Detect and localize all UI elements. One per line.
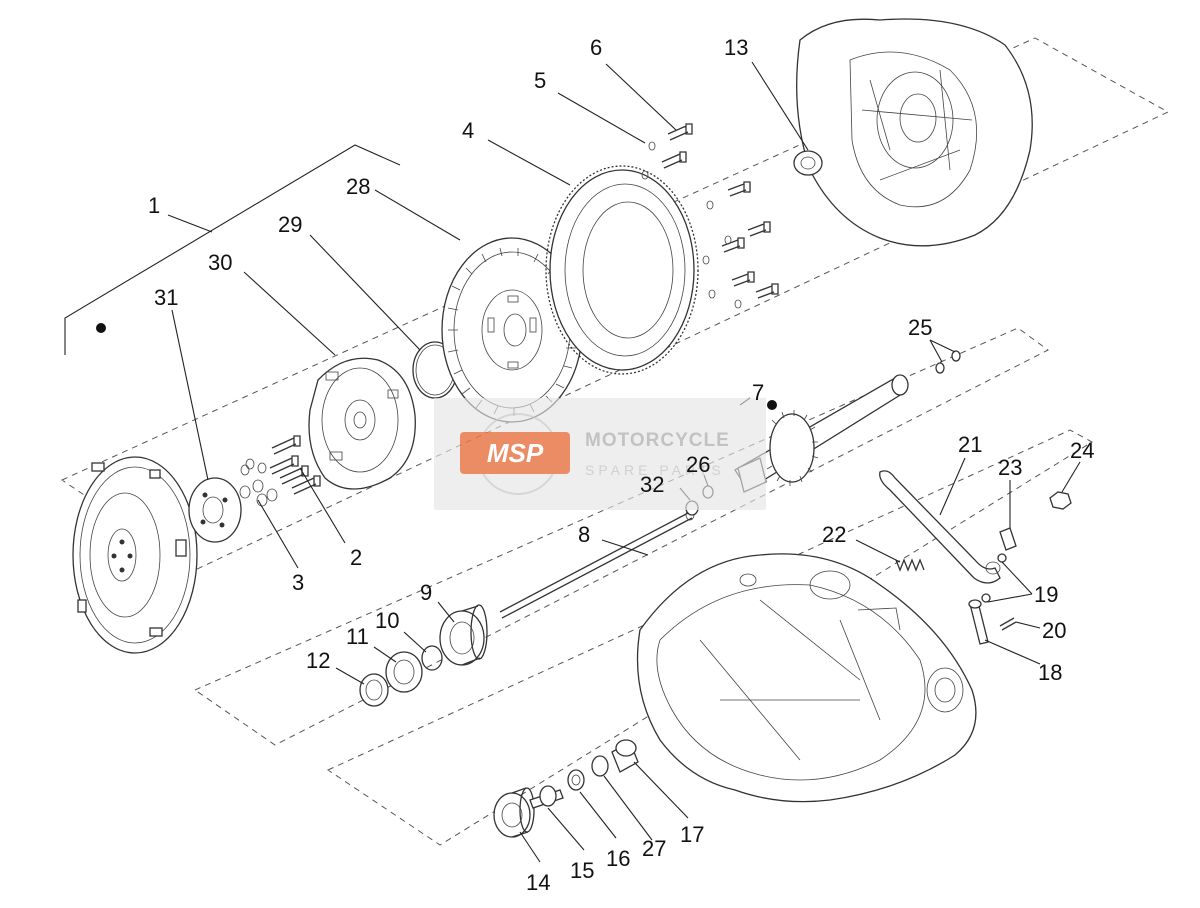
callout-15: 15 [570, 858, 594, 883]
pressure-plate-part [72, 456, 198, 654]
callout-5: 5 [534, 68, 546, 93]
callout-20: 20 [1042, 618, 1066, 643]
callout-4: 4 [462, 118, 474, 143]
callout-23: 23 [998, 455, 1022, 480]
bearing-9-part [439, 604, 488, 666]
spring-seat-17-part [611, 739, 639, 773]
watermark-logo-badge [460, 432, 570, 474]
clips-19-part [981, 553, 1007, 603]
callout-11: 11 [346, 624, 369, 649]
watermark: MSP MOTORCYCLE SPARE PARTS [434, 398, 766, 510]
leader-lines [167, 61, 1081, 863]
callout-1: 1 [148, 193, 160, 218]
o-ring-27-part [591, 755, 609, 777]
callout-12: 12 [306, 648, 330, 673]
bearing-11-part [385, 651, 423, 693]
callout-13: 13 [724, 35, 748, 60]
watermark-subtitle: SPARE PARTS [585, 462, 725, 478]
callout-31: 31 [154, 285, 178, 310]
callout-27: 27 [642, 836, 666, 861]
gearbox-casing-part [636, 553, 977, 803]
callout-25: 25 [908, 315, 932, 340]
callout-7: 7 [752, 380, 764, 405]
callout-3: 3 [292, 570, 304, 595]
callout-8: 8 [578, 522, 590, 547]
spring-pin-20-part [999, 617, 1017, 631]
pin-18-part [968, 599, 989, 645]
spring-22-part [895, 558, 925, 572]
ring-10-part [421, 645, 443, 671]
shaft-15-part [529, 785, 564, 809]
callout-2: 2 [350, 545, 362, 570]
lever-21-part [879, 470, 1001, 584]
washers-3-part [239, 458, 278, 507]
bolts-5-6-part [641, 123, 779, 309]
callout-6: 6 [590, 35, 602, 60]
callout-22: 22 [822, 522, 846, 547]
pin-23-part [999, 527, 1017, 551]
plate-31-part [188, 477, 242, 543]
watermark-logo-text: MSP [487, 438, 544, 468]
ring-16-part [567, 769, 585, 791]
nut-24-part [1049, 491, 1072, 510]
clutch-housing-part [793, 18, 1033, 247]
callout-19: 19 [1034, 582, 1058, 607]
watermark-title: MOTORCYCLE [585, 430, 730, 451]
callout-24: 24 [1070, 438, 1094, 463]
callout-30: 30 [208, 250, 232, 275]
callout-21: 21 [958, 432, 982, 457]
pins-25-part [935, 350, 961, 374]
callout-29: 29 [278, 212, 302, 237]
callout-16: 16 [606, 846, 630, 871]
seal-12-part [359, 673, 389, 707]
callout-18: 18 [1038, 660, 1062, 685]
callout-32: 32 [640, 472, 664, 497]
assembly-dot-1 [96, 323, 106, 333]
assembly-dot-7 [767, 400, 777, 410]
callout-14: 14 [526, 870, 550, 895]
flywheel-4-part [545, 165, 699, 375]
callout-9: 9 [420, 580, 432, 605]
callout-10: 10 [375, 608, 399, 633]
cover-plate-30-part [308, 357, 416, 490]
bearing-14-part [493, 787, 535, 838]
callout-28: 28 [346, 174, 370, 199]
callout-26: 26 [686, 452, 710, 477]
screws-2-part [269, 435, 321, 495]
callout-17: 17 [680, 822, 704, 847]
callout-labels: 1 2 3 4 5 6 7 8 9 10 11 12 13 14 15 16 1… [148, 35, 1094, 895]
